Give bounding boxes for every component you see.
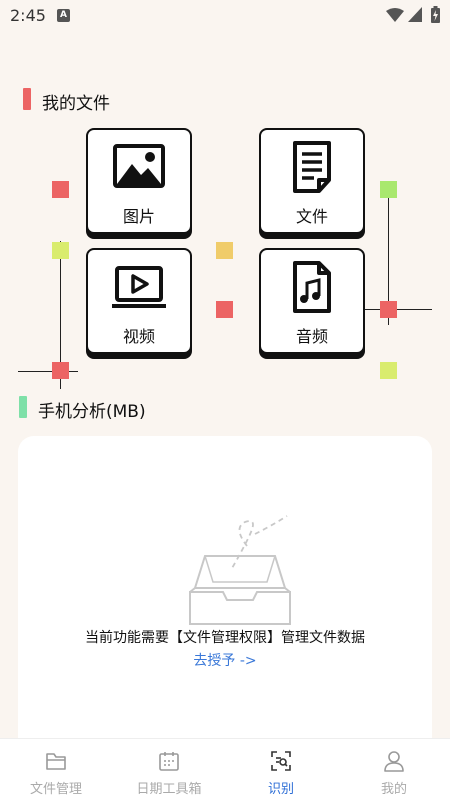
image-icon [113, 144, 165, 188]
tile-label: 音频 [295, 327, 328, 346]
decor-square [52, 242, 69, 259]
files-section-marker [23, 88, 31, 110]
signal-icon [408, 7, 422, 22]
folder-icon [46, 753, 66, 770]
nav-item-profile[interactable]: 我的 [354, 739, 434, 801]
decor-square [380, 301, 397, 318]
tile-video[interactable]: 视频 [86, 248, 192, 354]
nav-item-date-toolbox[interactable]: 日期工具箱 [124, 739, 214, 801]
decor-line [362, 309, 432, 310]
decor-line [60, 241, 61, 389]
tile-label: 文件 [295, 207, 328, 226]
nav-item-recognize[interactable]: 识别 [241, 739, 321, 801]
nav-label: 文件管理 [29, 782, 82, 797]
decor-square [52, 181, 69, 198]
decor-square [52, 362, 69, 379]
decor-square [216, 242, 233, 259]
empty-state-message: 当前功能需要【文件管理权限】管理文件数据 [85, 630, 365, 646]
analysis-section-marker [19, 396, 27, 418]
nav-label: 识别 [267, 782, 294, 797]
decor-square [380, 362, 397, 379]
tile-label: 图片 [122, 207, 155, 226]
user-icon [384, 751, 404, 772]
video-icon [112, 266, 166, 308]
calendar-icon [159, 752, 179, 771]
analysis-section-title: 手机分析(MB) [38, 402, 146, 422]
tile-images[interactable]: 图片 [86, 128, 192, 234]
notification-icon: A [57, 9, 70, 22]
files-section-title: 我的文件 [42, 94, 110, 114]
tile-documents[interactable]: 文件 [259, 128, 365, 234]
status-bar: 2:45 A [0, 0, 450, 32]
nav-item-file-management[interactable]: 文件管理 [14, 739, 98, 801]
battery-icon [431, 6, 440, 23]
decor-line [18, 371, 78, 372]
wifi-icon [386, 8, 404, 22]
scan-icon [271, 751, 291, 771]
bottom-nav: 文件管理 日期工具箱 识别 我的 [0, 738, 450, 801]
decor-line [388, 185, 389, 325]
nav-label: 日期工具箱 [136, 782, 202, 797]
status-time: 2:45 [10, 6, 46, 25]
nav-label: 我的 [380, 782, 407, 797]
tile-label: 视频 [122, 327, 155, 346]
decor-square [216, 301, 233, 318]
decor-square [380, 181, 397, 198]
document-icon [293, 141, 331, 193]
empty-box-icon [189, 515, 291, 625]
audio-file-icon [293, 261, 331, 313]
tile-audio[interactable]: 音频 [259, 248, 365, 354]
grant-permission-link[interactable]: 去授予 -> [193, 653, 257, 669]
